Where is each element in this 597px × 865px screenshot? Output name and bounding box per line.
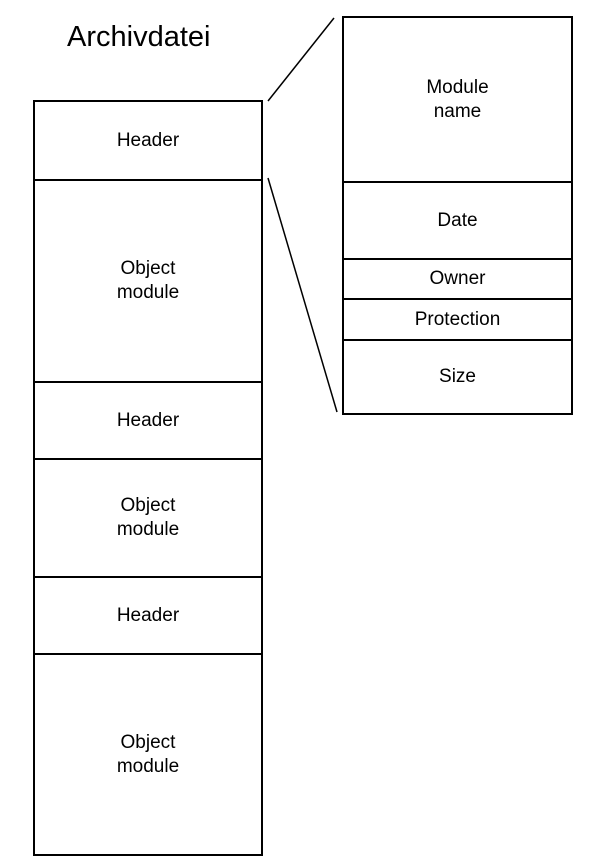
header-field-protection: Protection (344, 298, 571, 339)
header-field-label: Date (437, 209, 478, 231)
header-field-label: Size (439, 366, 476, 387)
header-field-size: Size (344, 339, 571, 413)
archive-segment-header: Header (35, 576, 261, 653)
connector-line-top (267, 17, 335, 102)
header-field-label: Module name (426, 76, 489, 122)
archive-segment-label: Header (116, 604, 180, 626)
archive-file-column: Header Object module Header Object modul… (33, 100, 263, 856)
archive-segment-object-module: Object module (35, 653, 261, 854)
archive-segment-label: Object module (116, 731, 180, 777)
archive-segment-object-module: Object module (35, 458, 261, 576)
diagram-title: Archivdatei (67, 21, 211, 53)
connector-line-bottom (267, 177, 338, 413)
header-detail-box: Module name Date Owner Protection Size (342, 16, 573, 415)
header-field-module-name: Module name (344, 18, 571, 181)
header-field-label: Protection (414, 308, 501, 330)
archive-segment-label: Header (116, 409, 180, 431)
archive-segment-object-module: Object module (35, 179, 261, 381)
archive-segment-label: Object module (116, 495, 180, 540)
archive-segment-header: Header (35, 381, 261, 458)
header-field-owner: Owner (344, 258, 571, 298)
header-field-label: Owner (429, 268, 486, 289)
archive-segment-label: Object module (116, 258, 180, 303)
header-field-date: Date (344, 181, 571, 258)
archive-segment-label: Header (116, 129, 180, 151)
archive-segment-header: Header (35, 102, 261, 179)
